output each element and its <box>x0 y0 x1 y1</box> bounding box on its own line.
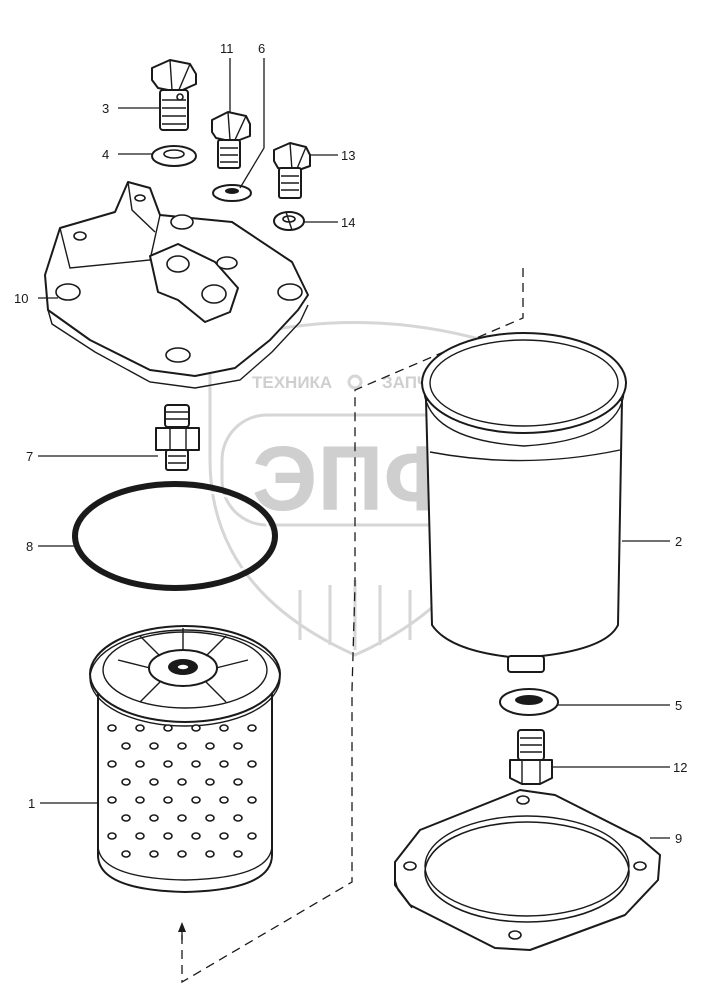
perforation-hole <box>163 760 173 768</box>
perforation-hole <box>191 724 201 732</box>
perforation-hole <box>233 778 243 786</box>
perforation-hole <box>205 742 215 750</box>
perforation-hole <box>135 760 145 768</box>
perforation-hole <box>107 724 117 732</box>
callout-9: 9 <box>675 831 682 846</box>
perforation-hole <box>163 796 173 804</box>
part-banjo-bolt <box>151 59 197 131</box>
perforation-hole <box>219 724 229 732</box>
part-filter-element <box>89 625 281 893</box>
perforation-hole <box>121 742 131 750</box>
perforation-hole <box>219 832 229 840</box>
watermark-gear-icon <box>347 374 363 390</box>
perforation-hole <box>205 778 215 786</box>
callout-14: 14 <box>341 215 355 230</box>
perforation-hole <box>247 832 257 840</box>
part-union-nipple <box>155 404 200 471</box>
perforation-hole <box>163 724 173 732</box>
perforation-hole <box>135 832 145 840</box>
part-bolt-11 <box>211 111 251 169</box>
perforation-hole <box>149 778 159 786</box>
part-drain-bolt <box>509 729 553 785</box>
perforation-hole <box>121 850 131 858</box>
perforation-hole <box>205 850 215 858</box>
callout-5: 5 <box>675 698 682 713</box>
perforation-hole <box>149 814 159 822</box>
part-washer-4 <box>151 145 197 167</box>
perforation-hole <box>191 832 201 840</box>
perforation-hole <box>233 814 243 822</box>
perforation-hole <box>135 796 145 804</box>
filter-perforations <box>107 724 257 858</box>
perforation-hole <box>191 760 201 768</box>
perforation-hole <box>177 742 187 750</box>
part-o-ring <box>72 481 278 591</box>
perforation-hole <box>163 832 173 840</box>
callout-4: 4 <box>102 147 109 162</box>
perforation-hole <box>177 850 187 858</box>
callout-12: 12 <box>673 760 687 775</box>
perforation-hole <box>177 814 187 822</box>
perforation-hole <box>205 814 215 822</box>
callout-2: 2 <box>675 534 682 549</box>
perforation-hole <box>219 760 229 768</box>
perforation-hole <box>107 760 117 768</box>
perforation-hole <box>135 724 145 732</box>
part-gasket-plate <box>394 789 661 951</box>
watermark-wheat-icon <box>298 580 412 650</box>
part-filter-head <box>44 181 309 389</box>
perforation-hole <box>149 742 159 750</box>
assembly-axis-line <box>181 268 524 984</box>
perforation-hole <box>233 850 243 858</box>
part-washer-6 <box>212 184 252 202</box>
perforation-hole <box>107 832 117 840</box>
callout-3: 3 <box>102 101 109 116</box>
callout-labels: 3 4 11 6 13 14 10 7 8 1 2 5 12 9 <box>14 41 687 846</box>
perforation-hole <box>107 796 117 804</box>
perforation-hole <box>121 778 131 786</box>
part-filter-housing <box>421 332 627 673</box>
part-spring-washer <box>273 211 305 231</box>
callout-8: 8 <box>26 539 33 554</box>
perforation-hole <box>177 778 187 786</box>
callout-10: 10 <box>14 291 28 306</box>
perforation-hole <box>191 796 201 804</box>
part-sealing-washer <box>499 688 559 716</box>
callout-13: 13 <box>341 148 355 163</box>
part-bolt-13 <box>273 142 311 199</box>
perforation-hole <box>247 724 257 732</box>
perforation-hole <box>247 760 257 768</box>
callout-11: 11 <box>220 41 234 56</box>
callout-7: 7 <box>26 449 33 464</box>
callout-1: 1 <box>28 796 35 811</box>
leader-lines <box>38 58 670 940</box>
callout-6: 6 <box>258 41 265 56</box>
perforation-hole <box>219 796 229 804</box>
perforation-hole <box>149 850 159 858</box>
watermark-text-left: ТЕХНИКА <box>252 373 332 392</box>
perforation-hole <box>121 814 131 822</box>
perforation-hole <box>233 742 243 750</box>
perforation-hole <box>247 796 257 804</box>
